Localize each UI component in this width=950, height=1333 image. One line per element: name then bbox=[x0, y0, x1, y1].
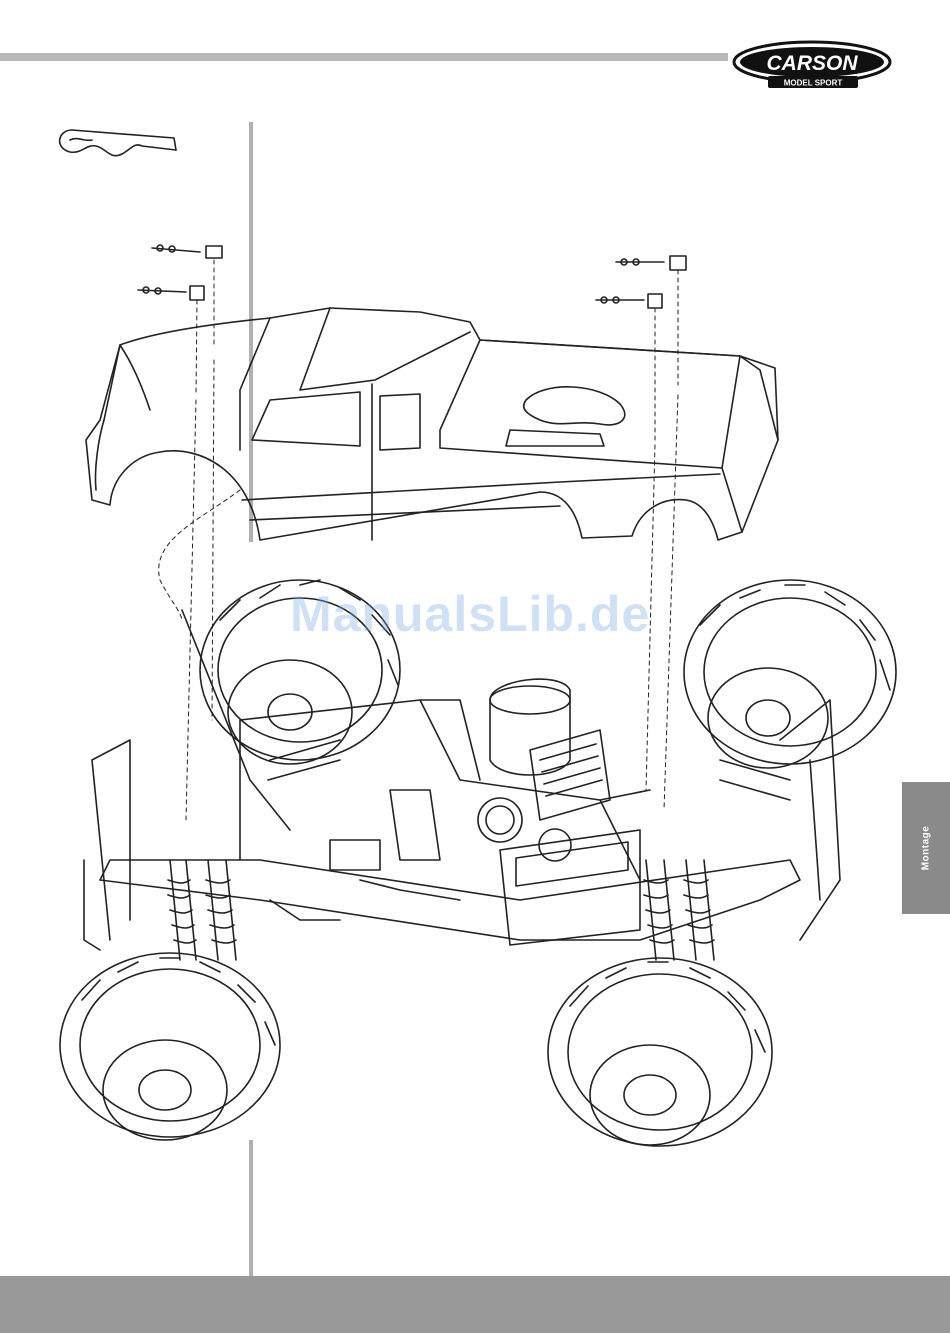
body-mount-clip-icon bbox=[138, 245, 686, 308]
wheel-rear-right bbox=[548, 958, 772, 1146]
section-tab-montage: Montage bbox=[902, 782, 950, 914]
engine bbox=[478, 679, 650, 861]
body-clip-icon bbox=[60, 130, 176, 156]
watermark-text: ManualsLib.de bbox=[290, 585, 650, 643]
chassis bbox=[84, 700, 840, 950]
antenna bbox=[182, 610, 290, 830]
footer-bar bbox=[0, 1276, 950, 1333]
wheel-rear-left bbox=[60, 953, 280, 1140]
section-tab-label: Montage bbox=[921, 826, 932, 871]
truck-body-shell bbox=[86, 308, 778, 540]
wheel-front-right bbox=[684, 580, 896, 768]
